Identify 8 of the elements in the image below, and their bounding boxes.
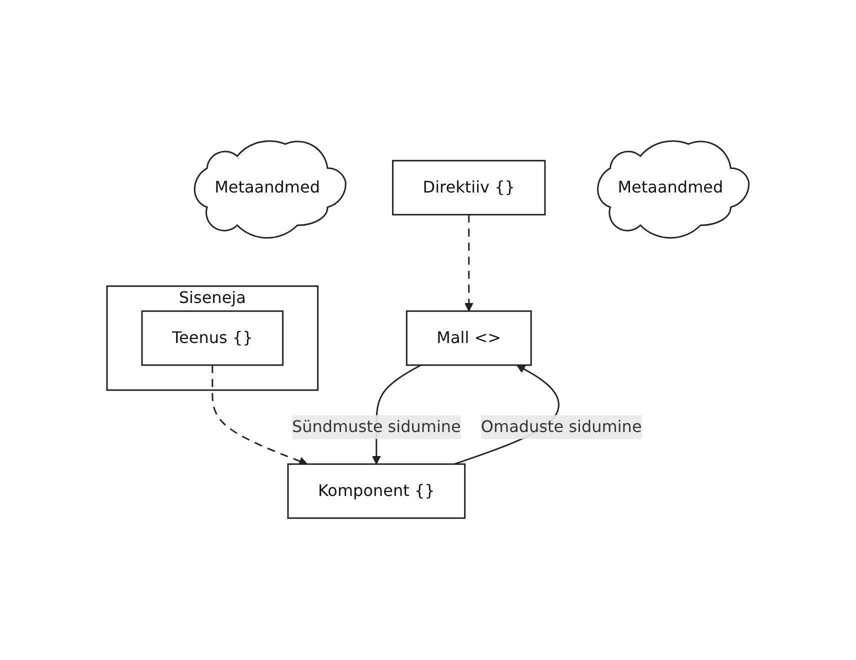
edge-label: Omaduste sidumine [480, 418, 642, 437]
node-box: Mall <> [406, 310, 532, 366]
edge-label: Sündmuste sidumine [292, 418, 461, 437]
arrow [464, 215, 474, 312]
node-box: Direktiiv {} [392, 160, 546, 216]
node-box: Komponent {} [287, 464, 466, 520]
node-box: Teenus {} [141, 310, 284, 366]
arrow [212, 366, 308, 466]
